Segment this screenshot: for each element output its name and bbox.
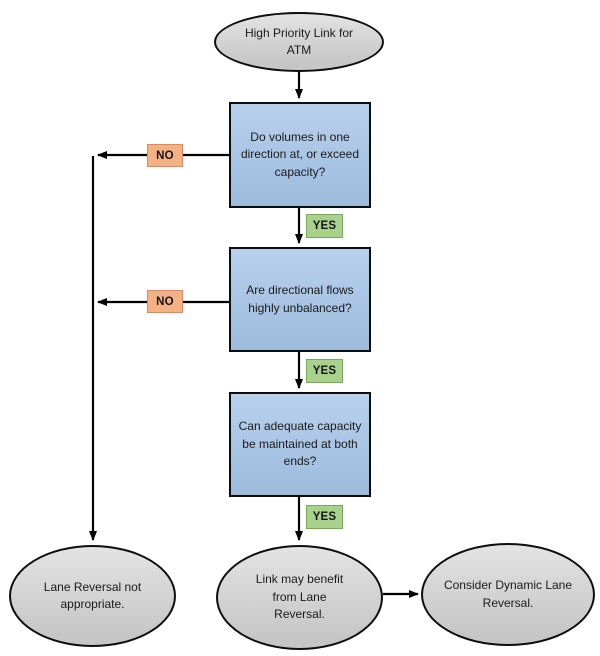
outcome-benefit-ellipse: Link may benefit from Lane Reversal. (216, 545, 383, 650)
no-label-badge-2: NO (147, 290, 183, 313)
yes-label-badge-3: YES (306, 505, 343, 529)
start-ellipse: High Priority Link for ATM (214, 12, 384, 72)
decision3-box: Can adequate capacity be maintained at b… (229, 392, 371, 497)
outcome-consider-ellipse: Consider Dynamic Lane Reversal. (421, 543, 595, 646)
yes-label-badge-1: YES (306, 214, 343, 238)
decision1-label: Do volumes in one direction at, or excee… (240, 129, 360, 179)
outcome-benefit-label: Link may benefit from Lane Reversal. (255, 572, 344, 622)
decision3-label: Can adequate capacity be maintained at b… (238, 419, 362, 469)
decision1-box: Do volumes in one direction at, or excee… (229, 102, 371, 208)
decision2-label: Are directional flows highly unbalanced? (246, 283, 354, 315)
decision2-box: Are directional flows highly unbalanced? (229, 247, 371, 352)
outcome-not-appropriate-label: Lane Reversal not appropriate. (43, 579, 142, 611)
start-label: High Priority Link for ATM (244, 25, 354, 57)
outcome-consider-label: Consider Dynamic Lane Reversal. (443, 578, 573, 610)
no-label-badge-1: NO (147, 144, 183, 167)
outcome-not-appropriate-ellipse: Lane Reversal not appropriate. (9, 545, 176, 647)
yes-label-badge-2: YES (306, 359, 343, 383)
